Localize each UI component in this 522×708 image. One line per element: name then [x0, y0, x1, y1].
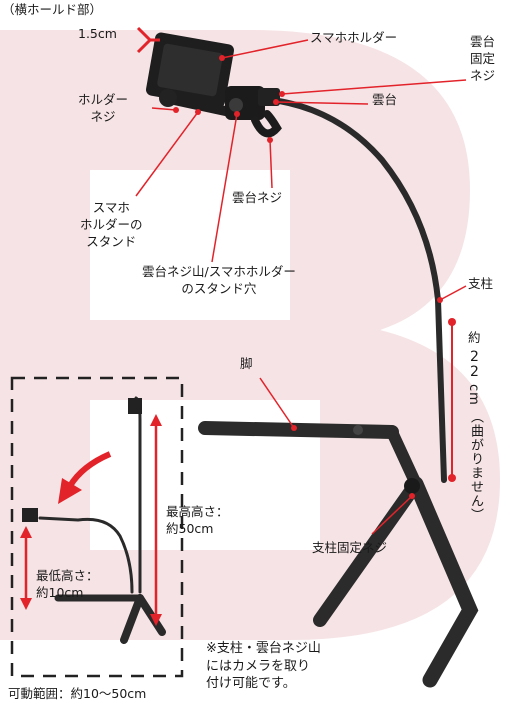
rotate-arrowhead [58, 478, 82, 504]
pole-fix-screw-knob [404, 478, 420, 494]
holder-screw-knob [159, 89, 177, 107]
main-stand [146, 32, 479, 688]
leg-back [386, 426, 422, 490]
callout-dots [173, 55, 456, 499]
line-pole [439, 285, 467, 301]
line-holder-screw [151, 107, 177, 111]
leg-screw [353, 425, 363, 435]
line-pan-head-screw [269, 139, 273, 189]
max-height-label: 最高高さ： 約50cm [166, 504, 229, 536]
pan-head-bolt [229, 98, 243, 112]
watermark-gap-top [90, 170, 290, 320]
line-fix-screw [281, 79, 467, 95]
max-height-arrowhead-bottom [150, 614, 162, 626]
length-note-label: （曲がりません） [468, 410, 483, 522]
holder-label: スマホホルダー [310, 30, 398, 45]
range-label: 可動範囲：約10〜50cm [8, 686, 147, 701]
inset-range [10, 376, 184, 678]
min-height-label: 最低高さ： 約10cm [36, 568, 99, 600]
length-prefix-label: 約 [468, 330, 481, 345]
pan-head-fix-screw-label: 雲台 固定 ネジ [470, 34, 496, 83]
line-holder [221, 39, 309, 59]
dot-thread-hole [234, 111, 240, 117]
pan-head-screw-knob [251, 110, 282, 138]
dot-holder-screw [173, 107, 179, 113]
dot-pan-head-screw [267, 137, 273, 143]
thread-hole-label: 雲台ネジ山/スマホホルダー のスタンド穴 [142, 264, 296, 296]
leg-front [408, 476, 479, 688]
min-height-arrowhead-top [20, 526, 32, 538]
line-holder-stand [135, 111, 199, 197]
max-height-arrowhead-top [150, 414, 162, 426]
callouts [135, 26, 467, 535]
dot-holder-stand [195, 109, 201, 115]
holder-screw-label: ホルダー ネジ [78, 92, 129, 124]
width-bracket [136, 26, 160, 54]
dot-pan-head [273, 99, 279, 105]
dot-pole [437, 297, 443, 303]
holder-clamp-face [157, 43, 223, 97]
pole-fix-screw-label: 支柱固定ネジ [312, 540, 388, 555]
leg-long [198, 421, 399, 439]
length-number-label: 2 2 [470, 349, 479, 381]
width-note-label: （横ホールド部） [2, 2, 103, 17]
dot-leg [291, 425, 297, 431]
length-unit-label: cm [466, 384, 481, 406]
min-height-arrowhead-bottom [20, 598, 32, 610]
gooseneck-pole [245, 95, 447, 483]
dot-fix-screw [279, 91, 285, 97]
holder-stand-label: スマホ ホルダーの スタンド [80, 200, 143, 249]
pole-label: 支柱 [468, 276, 494, 291]
dot-holder [219, 55, 225, 61]
width-value-label: 1.5cm [78, 26, 117, 41]
dim-top-dot [448, 318, 456, 326]
dim-bottom-dot [448, 474, 456, 482]
note-label: ※支柱・雲台ネジ山 にはカメラを取り 付け可能です。 [206, 641, 321, 692]
inset-border [10, 376, 184, 678]
line-pan-head [275, 101, 369, 105]
line-leg [259, 377, 295, 429]
dot-pole-fix-screw [409, 493, 415, 499]
inset-stand [22, 396, 166, 644]
leg-label: 脚 [240, 356, 253, 371]
line-pole-fix-screw [371, 495, 413, 535]
pan-head-label: 雲台 [372, 92, 398, 107]
rotate-arrow [67, 451, 112, 488]
line-thread-hole [211, 113, 238, 263]
pan-head-screw-label: 雲台ネジ [232, 190, 283, 205]
